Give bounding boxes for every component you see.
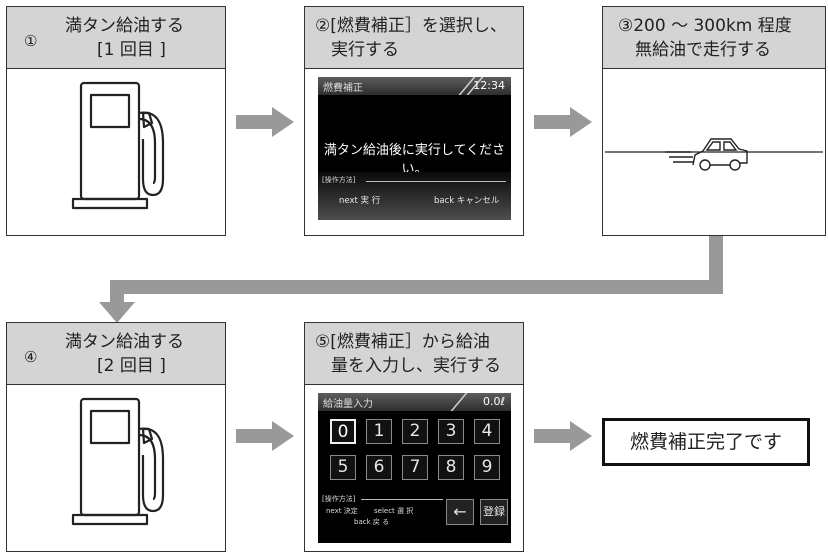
screen-footer: [操作方法] next 実 行 back キャンセル [318, 172, 511, 220]
fuel-pump-icon [71, 397, 165, 526]
step-1-number: ① [24, 32, 38, 50]
footer-divider [361, 499, 443, 500]
step-4-number: ④ [24, 348, 38, 366]
footer-divider [366, 181, 506, 182]
step-2-header: ②[燃費補正］を選択し、 実行する [305, 7, 523, 69]
right-arrow-icon [236, 421, 294, 451]
right-arrow-icon [236, 107, 294, 137]
step-4-title-line1: 満タン給油する [65, 332, 184, 352]
key-3[interactable]: 3 [438, 419, 464, 444]
step-3-title-line1: ③200 ～ 300km 程度 [618, 16, 792, 36]
step-1-header: ① 満タン給油する [1 回目 ] [7, 7, 225, 69]
screen-clock: 12:34 [473, 79, 505, 92]
step-4-header: ④ 満タン給油する [2 回目 ] [7, 323, 225, 385]
step-3-header: ③200 ～ 300km 程度 無給油で走行する [603, 7, 825, 69]
step-5-header: ⑤[燃費補正］から給油 量を入力し、実行する [305, 323, 523, 385]
step-5-title-line1: ⑤[燃費補正］から給油 [315, 332, 490, 352]
step-1-panel: ① 満タン給油する [1 回目 ] [6, 6, 226, 236]
select-action-hint: select 選 択 [374, 507, 414, 515]
step-1-title-line1: 満タン給油する [65, 16, 184, 36]
key-8[interactable]: 8 [438, 455, 464, 480]
step-5-title-line2: 量を入力し、実行する [331, 356, 501, 376]
fuel-correction-screen: 燃費補正 12:34 満タン給油後に実行してください。 [操作方法] next … [318, 77, 511, 220]
car-icon [605, 138, 823, 171]
key-1[interactable]: 1 [366, 419, 392, 444]
key-7[interactable]: 7 [402, 455, 428, 480]
operation-method-label: [操作方法] [322, 495, 356, 503]
screen-title: 給油量入力 [323, 399, 373, 410]
screen-title: 燃費補正 [323, 83, 363, 94]
step-2-panel: ②[燃費補正］を選択し、 実行する 燃費補正 12:34 満タン給油後に実行して… [304, 6, 524, 236]
operation-method-label: [操作方法] [322, 176, 356, 184]
step-4-panel: ④ 満タン給油する [2 回目 ] [6, 322, 226, 552]
right-arrow-icon [534, 421, 592, 451]
next-action-hint: next 実 行 [339, 196, 381, 206]
register-key[interactable]: 登録 [480, 499, 508, 525]
key-0[interactable]: 0 [330, 419, 356, 444]
backspace-key[interactable]: ← [446, 499, 474, 525]
key-4[interactable]: 4 [474, 419, 500, 444]
next-action-hint: next 決定 [326, 507, 358, 515]
key-9[interactable]: 9 [474, 455, 500, 480]
fuel-pump-icon [71, 81, 165, 210]
step-3-panel: ③200 ～ 300km 程度 無給油で走行する [602, 6, 826, 236]
fuel-input-screen: 給油量入力 0.0ℓ 0 1 2 3 4 5 6 7 8 9 [操作方法] ne… [318, 393, 511, 543]
step-4-title-line2: [2 回目 ] [97, 356, 166, 376]
fuel-amount-value: 0.0ℓ [482, 395, 505, 408]
key-2[interactable]: 2 [402, 419, 428, 444]
step-1-title-line2: [1 回目 ] [97, 40, 166, 60]
completion-message: 燃費補正完了です [602, 418, 810, 466]
step-2-title-line2: 実行する [331, 40, 399, 60]
step-5-panel: ⑤[燃費補正］から給油 量を入力し、実行する 給油量入力 0.0ℓ 0 1 2 … [304, 322, 524, 552]
key-6[interactable]: 6 [366, 455, 392, 480]
back-action-hint: back 戻 る [354, 518, 390, 526]
back-action-hint: back キャンセル [434, 196, 500, 206]
step-2-title-line1: ②[燃費補正］を選択し、 [315, 16, 507, 36]
key-5[interactable]: 5 [330, 455, 356, 480]
step-3-title-line2: 無給油で走行する [635, 40, 771, 60]
right-arrow-icon [534, 107, 592, 137]
